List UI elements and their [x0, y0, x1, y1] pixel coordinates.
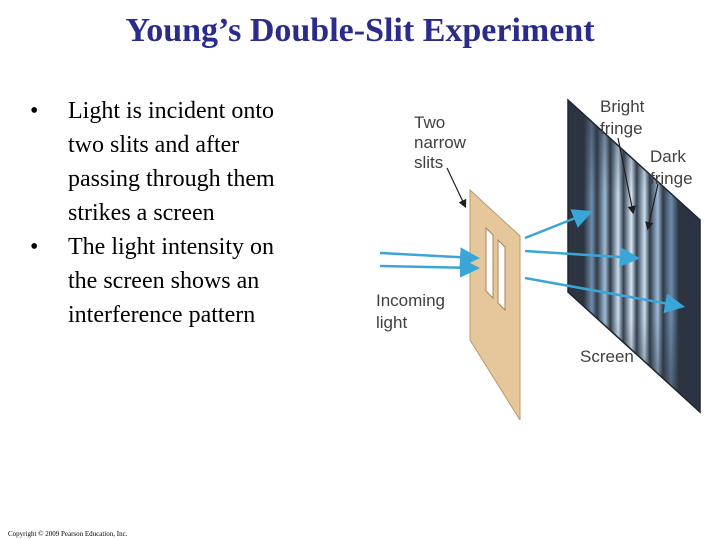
bullet-line: two slits and after	[68, 132, 239, 158]
slit-top	[486, 228, 493, 298]
label-bright-fringe: Bright fringe	[600, 97, 649, 138]
bullet-item: • The light intensity on the screen show…	[28, 230, 328, 332]
bullet-list: • Light is incident onto two slits and a…	[28, 94, 328, 332]
copyright-notice: Copyright © 2009 Pearson Education, Inc.	[8, 530, 127, 538]
label-screen: Screen	[580, 347, 634, 366]
bullet-symbol: •	[30, 94, 38, 128]
bullet-line: interference pattern	[68, 302, 255, 328]
bullet-line: The light intensity on	[68, 234, 274, 260]
double-slit-diagram: Two narrow slits Bright fringe Dark frin…	[360, 80, 705, 420]
bullet-symbol: •	[30, 230, 38, 264]
bullet-line: Light is incident onto	[68, 98, 274, 124]
label-two-narrow-slits: Two narrow slits	[414, 113, 471, 172]
slit-barrier	[470, 190, 520, 420]
bullet-item: • Light is incident onto two slits and a…	[28, 94, 328, 230]
incoming-ray-2	[380, 266, 475, 268]
bullet-line: passing through them	[68, 166, 275, 192]
slits-pointer	[447, 168, 465, 206]
slide-title: Young’s Double-Slit Experiment	[0, 12, 720, 50]
label-dark-fringe: Dark fringe	[650, 147, 693, 188]
label-incoming-light: Incoming light	[376, 291, 450, 332]
bullet-line: the screen shows an	[68, 268, 259, 294]
bullet-line: strikes a screen	[68, 200, 215, 226]
slit-bottom	[498, 240, 505, 310]
incoming-ray-1	[380, 253, 475, 258]
